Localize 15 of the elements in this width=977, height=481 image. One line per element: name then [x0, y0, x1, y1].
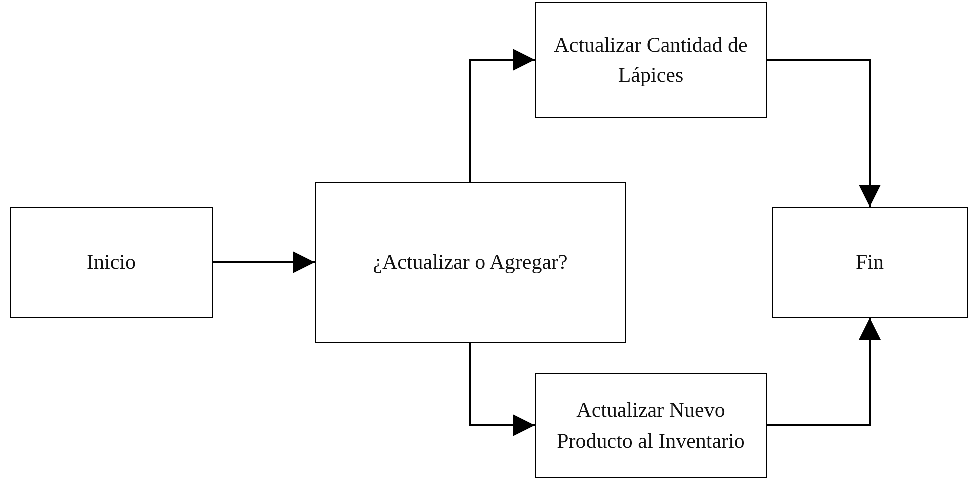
process-box — [315, 182, 626, 343]
node-label: Actualizar Cantidad de Lápices — [553, 32, 749, 89]
arrow — [767, 318, 881, 426]
arrow — [767, 59, 881, 207]
arrow — [470, 49, 535, 182]
process-box — [772, 207, 968, 318]
arrow — [470, 343, 535, 436]
node-label: Inicio — [86, 249, 137, 276]
arrow — [213, 252, 315, 274]
node-label: Fin — [854, 249, 885, 276]
node-label: Actualizar Nuevo Producto al Inventario — [556, 397, 746, 454]
process-box — [535, 373, 767, 478]
process-box — [10, 207, 213, 318]
process-box — [535, 2, 767, 118]
node-label: ¿Actualizar o Agregar? — [372, 249, 569, 276]
